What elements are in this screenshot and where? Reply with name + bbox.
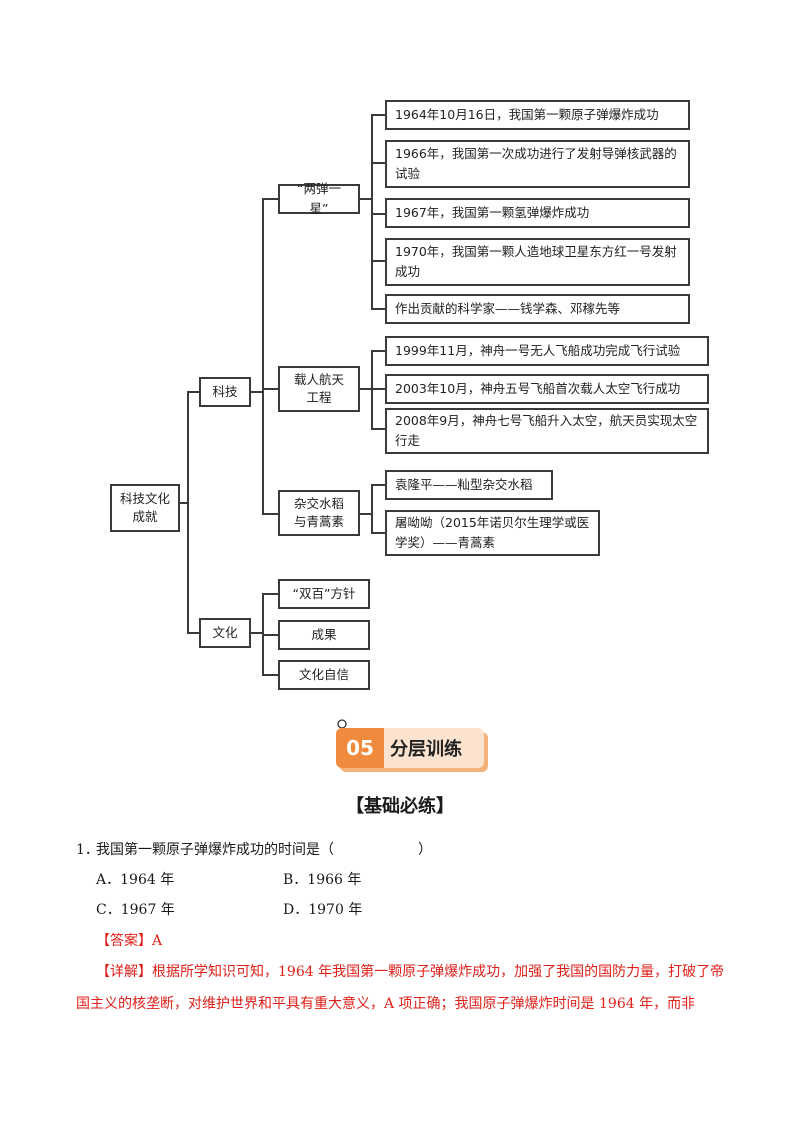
option-text: 1964 年: [120, 872, 175, 888]
option-text: 1966 年: [307, 872, 362, 888]
sub-zajiao: 杂交水稻 与青蒿素: [278, 490, 360, 536]
hangtian-item-2: 2003年10月，神舟五号飞船首次载人太空飞行成功: [385, 374, 709, 404]
liangdan-item-2: 1966年，我国第一次成功进行了发射导弹核武器的试验: [385, 140, 690, 188]
section-title: 【基础必练】: [346, 796, 454, 817]
option-b: B．1966 年: [283, 870, 361, 890]
section-badge: 05 分层训练: [334, 719, 490, 776]
option-label: A．: [96, 872, 121, 888]
explanation-line-1: 【详解】根据所学知识可知，1964 年我国第一颗原子弹爆炸成功，加强了我国的国防…: [96, 964, 725, 980]
sub-liangdan: “两弹一星”: [278, 181, 360, 216]
zajiao-item-1: 袁隆平——籼型杂交水稻: [385, 470, 553, 500]
mindmap-root: 科技文化 成就: [110, 484, 180, 532]
hangtian-item-3: 2008年9月，神舟七号飞船升入太空，航天员实现太空行走: [385, 408, 709, 454]
option-label: D．: [283, 902, 309, 918]
hangtian-item-1: 1999年11月，神舟一号无人飞船成功完成飞行试验: [385, 336, 709, 366]
option-text: 1970 年: [308, 902, 363, 918]
option-label: C．: [96, 902, 121, 918]
option-text: 1967 年: [120, 902, 175, 918]
sub-hangtian: 载人航天 工程: [278, 366, 360, 412]
question-stem: 我国第一颗原子弹爆炸成功的时间是（ ）: [96, 842, 432, 858]
option-d: D．1970 年: [283, 900, 362, 920]
explanation-line-2: 国主义的核垄断，对维护世界和平具有重大意义，A 项正确；我国原子弹爆炸时间是 1…: [76, 996, 696, 1012]
zajiao-item-2: 屠呦呦（2015年诺贝尔生理学或医学奖）——青蒿素: [385, 510, 600, 556]
option-a: A．1964 年: [96, 870, 174, 890]
liangdan-item-5: 作出贡献的科学家——钱学森、邓稼先等: [385, 294, 690, 324]
wenhua-item-2: 成果: [278, 620, 370, 650]
branch-wenhua: 文化: [199, 618, 251, 648]
wenhua-item-3: 文化自信: [278, 660, 370, 690]
badge-title: 分层训练: [390, 739, 462, 760]
wenhua-item-1: “双百”方针: [278, 579, 370, 609]
answer-line: 【答案】A: [96, 933, 163, 949]
liangdan-item-1: 1964年10月16日，我国第一颗原子弹爆炸成功: [385, 100, 690, 130]
liangdan-item-4: 1970年，我国第一颗人造地球卫星东方红一号发射成功: [385, 238, 690, 286]
branch-keji: 科技: [199, 377, 251, 407]
liangdan-item-3: 1967年，我国第一颗氢弹爆炸成功: [385, 198, 690, 228]
option-label: B．: [283, 872, 308, 888]
question-number: 1．: [76, 842, 99, 858]
option-c: C．1967 年: [96, 900, 175, 920]
badge-number: 05: [336, 728, 384, 768]
